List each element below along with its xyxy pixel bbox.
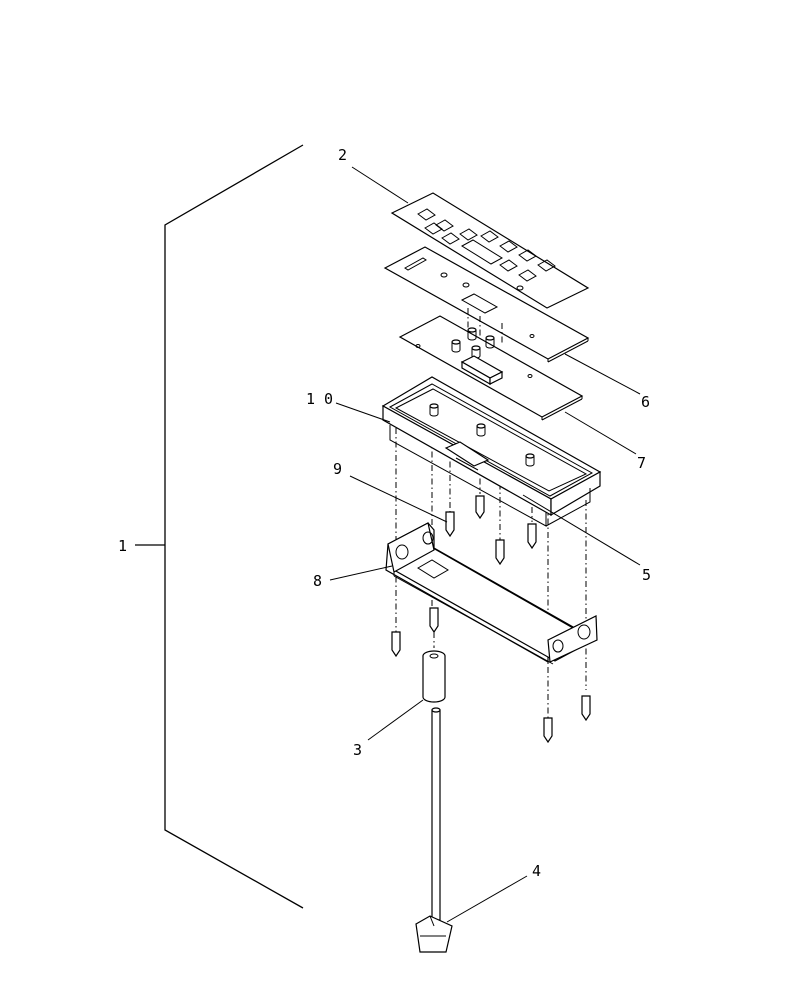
callout-10: 1 0: [306, 390, 333, 408]
mounting-bracket: [385, 522, 598, 665]
callout-3: 3: [353, 741, 362, 759]
screws-lower: [391, 607, 591, 744]
callout-8: 8: [313, 572, 322, 590]
rod-foot: [415, 707, 453, 953]
assembly-bracket: [135, 144, 304, 909]
screws-upper: [445, 495, 537, 566]
callout-4: 4: [532, 862, 541, 880]
callout-2: 2: [338, 146, 347, 164]
housing: [381, 376, 602, 527]
overlay-panel: [390, 192, 590, 309]
callout-9: 9: [333, 460, 342, 478]
callout-1: 1: [118, 537, 127, 555]
spacer: [422, 650, 446, 703]
leader-lines: [329, 166, 641, 923]
front-plate: [383, 246, 590, 363]
callout-6: 6: [641, 393, 650, 411]
callout-5: 5: [642, 566, 651, 584]
callout-7: 7: [637, 454, 646, 472]
callout-labels: 1 2 3 4 5 6 7 8 9 1 0: [118, 146, 651, 880]
circuit-board: [398, 315, 584, 421]
